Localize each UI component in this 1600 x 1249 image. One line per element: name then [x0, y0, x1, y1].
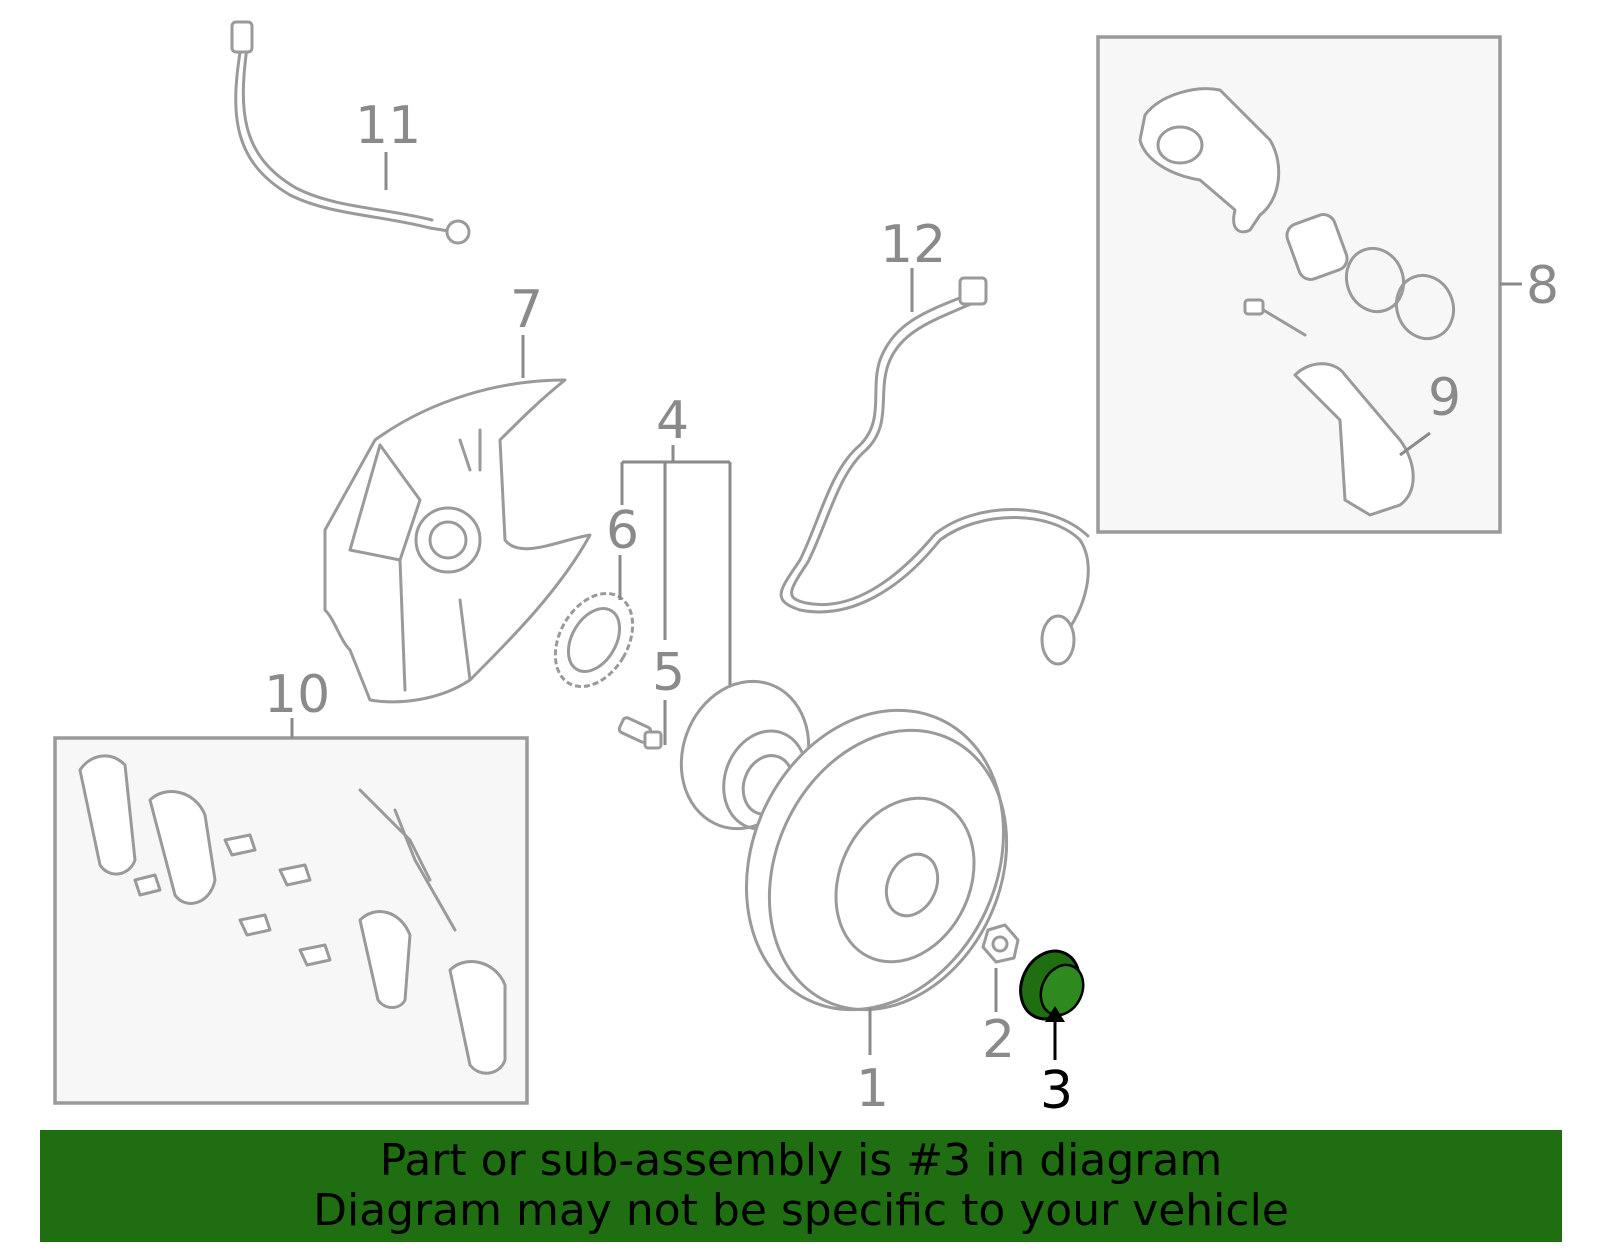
part-12-abs-sensor[interactable] [779, 276, 1090, 666]
part-2-nut[interactable] [981, 923, 1020, 964]
callout-2[interactable]: 2 [982, 1010, 1015, 1070]
callout-1[interactable]: 1 [856, 1059, 889, 1119]
banner-line-1: Part or sub-assembly is #3 in diagram [379, 1135, 1223, 1186]
part-6-tone-ring[interactable] [540, 580, 649, 701]
part-1-brake-rotor[interactable] [699, 668, 1051, 1052]
callout-6[interactable]: 6 [606, 501, 639, 561]
leader-9 [1399, 431, 1431, 457]
callout-3[interactable]: 3 [1040, 1061, 1073, 1121]
callout-9[interactable]: 9 [1428, 368, 1461, 428]
part-11-brake-hose[interactable] [230, 20, 471, 245]
callout-8[interactable]: 8 [1526, 256, 1559, 316]
callout-7[interactable]: 7 [510, 280, 543, 340]
part-7-dust-shield[interactable] [323, 378, 592, 704]
callout-11[interactable]: 11 [355, 96, 421, 156]
callout-10[interactable]: 10 [264, 665, 330, 725]
leader-4 [620, 445, 732, 690]
part-5-wheel-stud[interactable] [617, 716, 663, 750]
arrowhead-3 [1045, 1006, 1065, 1022]
parts-diagram: 11 7 6 4 5 12 [53, 20, 1559, 1121]
part-10-brake-pads [78, 754, 507, 1075]
banner-line-2: Diagram may not be specific to your vehi… [313, 1185, 1289, 1236]
part-8-caliper-kit [1138, 87, 1455, 517]
callout-12[interactable]: 12 [880, 215, 946, 275]
callout-4[interactable]: 4 [656, 391, 689, 451]
part-3-dust-cap-highlighted[interactable] [1010, 941, 1091, 1028]
callout-5[interactable]: 5 [652, 643, 685, 703]
notice-banner: Part or sub-assembly is #3 in diagram Di… [40, 1130, 1562, 1242]
